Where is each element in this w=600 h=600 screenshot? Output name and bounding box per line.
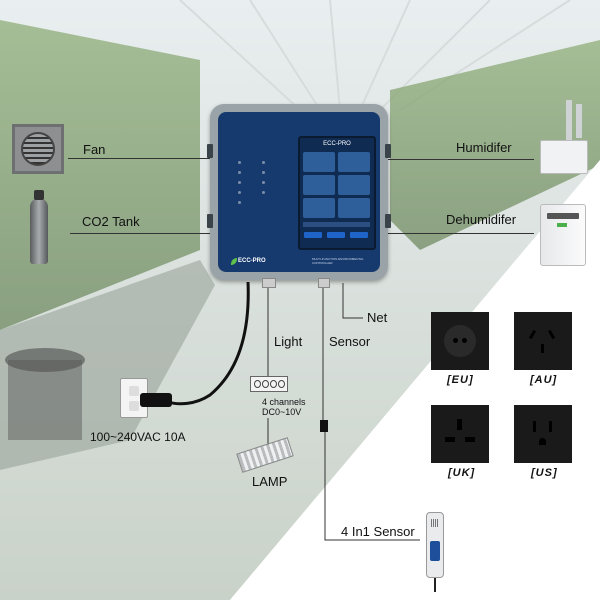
screen-status-bar xyxy=(303,222,370,227)
screen-tile[interactable] xyxy=(338,198,370,218)
us-socket-icon xyxy=(514,405,572,463)
humidifier-device xyxy=(540,100,588,174)
uk-socket-icon xyxy=(431,405,489,463)
socket-au xyxy=(514,312,572,370)
screen-tile[interactable] xyxy=(338,175,370,195)
light-channels-label: 4 channels xyxy=(262,397,306,407)
dehumidifier-connector-line xyxy=(388,233,534,234)
sensor-port-plug xyxy=(318,278,330,288)
sensor-port-label: Sensor xyxy=(329,334,371,349)
sensor-probe-label: 4 In1 Sensor xyxy=(341,524,415,539)
dehumidifier-icon xyxy=(540,204,586,266)
side-port-right-2 xyxy=(385,214,391,228)
humidifier-connector-line xyxy=(388,159,534,160)
side-port-left-2 xyxy=(207,214,213,228)
co2-connector-line xyxy=(70,233,210,234)
brand-logo-text: ECC-PRO xyxy=(238,258,266,264)
controller-unit: ECC-PRO ECC-PRO MULTI-FUNCTION ENVIRONME… xyxy=(207,104,391,280)
socket-uk xyxy=(431,405,489,463)
side-port-left-1 xyxy=(207,144,213,158)
screen-title: ECC-PRO xyxy=(323,141,351,147)
screen-button-left[interactable] xyxy=(304,232,322,238)
light-port-label: Light xyxy=(274,334,303,349)
co2-tank-icon xyxy=(30,198,48,264)
humidifier-icon xyxy=(540,140,588,174)
controller-touchscreen[interactable]: ECC-PRO xyxy=(298,136,376,250)
au-socket-icon xyxy=(514,312,572,370)
socket-au-label: [AU] xyxy=(530,374,558,386)
humidifier-label: Humidifer xyxy=(456,140,512,155)
fan-device xyxy=(12,124,64,174)
power-rating-label: 100~240VAC 10A xyxy=(90,430,186,444)
screen-button-middle[interactable] xyxy=(327,232,345,238)
net-port-label: Net xyxy=(367,310,388,325)
fan-connector-line xyxy=(68,158,210,159)
sensor-probe-cable xyxy=(434,578,436,592)
controller-faceplate: ECC-PRO ECC-PRO MULTI-FUNCTION ENVIRONME… xyxy=(218,112,380,272)
screen-tile[interactable] xyxy=(303,198,335,218)
brand-leaf-icon xyxy=(231,258,237,265)
light-range-label: DC0~10V xyxy=(262,407,302,417)
screen-tile[interactable] xyxy=(303,175,335,195)
socket-us-label: [US] xyxy=(531,467,558,479)
socket-us xyxy=(514,405,572,463)
power-plug-icon xyxy=(140,393,172,407)
dehumidifier-label: Dehumidifer xyxy=(446,212,517,227)
co2-valve-icon xyxy=(34,190,44,200)
fan-label: Fan xyxy=(83,142,106,157)
screen-tile[interactable] xyxy=(303,152,335,172)
screen-button-right[interactable] xyxy=(350,232,368,238)
screen-tile[interactable] xyxy=(338,152,370,172)
light-module-icon xyxy=(250,376,288,392)
socket-eu xyxy=(431,312,489,370)
controller-subtitle: MULTI-FUNCTION ENVIRONMENTAL CONTROLLER xyxy=(312,257,364,265)
socket-uk-label: [UK] xyxy=(448,467,476,479)
light-port-plug xyxy=(262,278,276,288)
eu-socket-icon xyxy=(444,325,476,357)
sensor-probe-icon xyxy=(426,512,444,578)
co2-tank-label: CO2 Tank xyxy=(82,214,140,229)
side-port-right-1 xyxy=(385,144,391,158)
lamp-label: LAMP xyxy=(252,474,288,489)
fan-icon xyxy=(21,132,55,166)
socket-eu-label: [EU] xyxy=(447,374,474,386)
